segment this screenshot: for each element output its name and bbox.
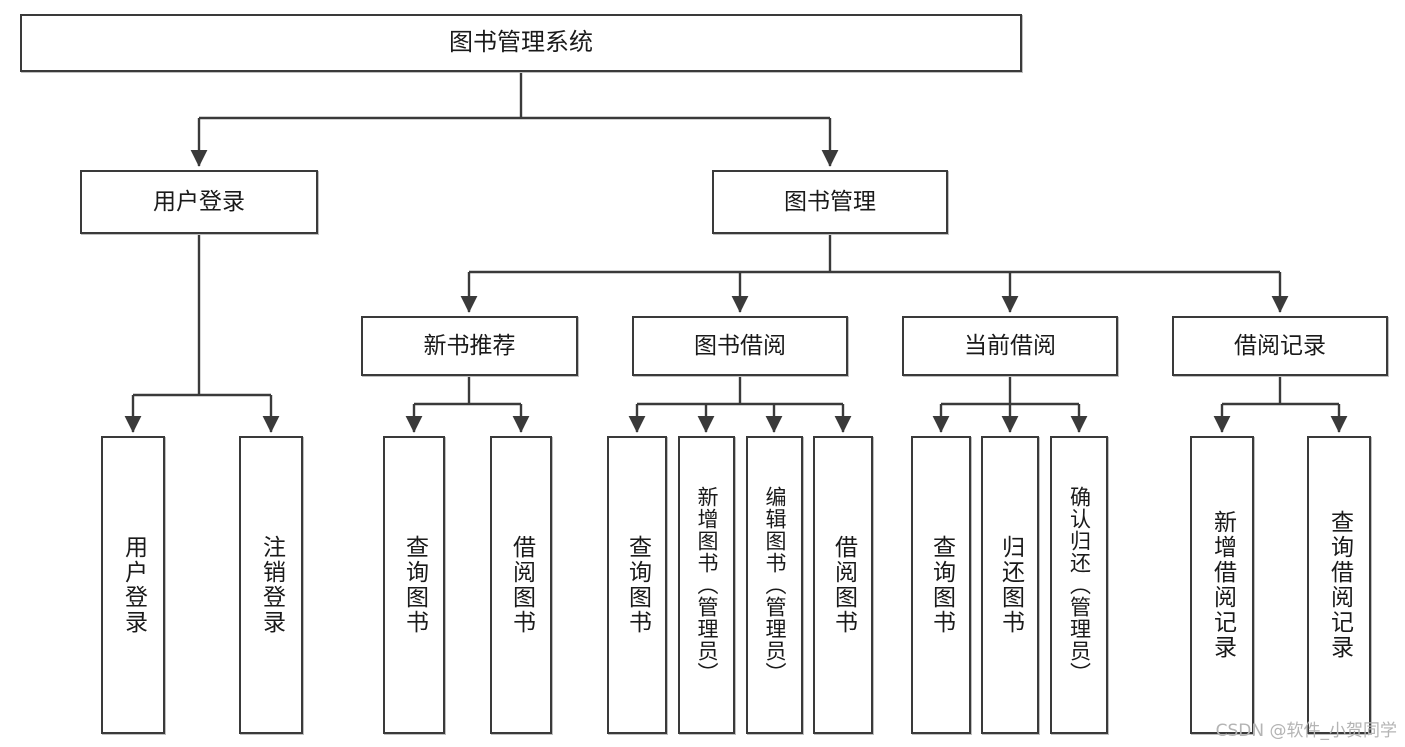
node-leaf-borrow-book-1-label: 借阅图书	[508, 535, 535, 635]
node-root-label: 图书管理系统	[449, 28, 593, 57]
node-leaf-logout-label: 注销登录	[258, 535, 285, 635]
node-leaf-borrow-book-1[interactable]: 借阅图书	[490, 436, 552, 734]
node-root[interactable]: 图书管理系统	[20, 14, 1022, 72]
node-leaf-add-book-label: 新增图书（管理员）	[695, 486, 719, 684]
node-book-management-label: 图书管理	[784, 188, 876, 215]
node-user-login[interactable]: 用户登录	[80, 170, 318, 234]
node-leaf-query-record[interactable]: 查询借阅记录	[1307, 436, 1371, 734]
node-leaf-edit-book-label: 编辑图书（管理员）	[763, 486, 787, 684]
node-leaf-add-record-label: 新增借阅记录	[1209, 510, 1236, 660]
node-leaf-query-book-2[interactable]: 查询图书	[607, 436, 667, 734]
node-leaf-borrow-book-2[interactable]: 借阅图书	[813, 436, 873, 734]
node-book-borrow[interactable]: 图书借阅	[632, 316, 848, 376]
node-leaf-add-record[interactable]: 新增借阅记录	[1190, 436, 1254, 734]
node-book-borrow-label: 图书借阅	[694, 332, 786, 359]
node-borrow-record-label: 借阅记录	[1234, 332, 1326, 359]
node-leaf-query-book-1[interactable]: 查询图书	[383, 436, 445, 734]
node-leaf-confirm-return-label: 确认归还（管理员）	[1067, 486, 1092, 684]
node-leaf-user-login[interactable]: 用户登录	[101, 436, 165, 734]
node-leaf-logout[interactable]: 注销登录	[239, 436, 303, 734]
node-book-management[interactable]: 图书管理	[712, 170, 948, 234]
node-new-book-recommend[interactable]: 新书推荐	[361, 316, 578, 376]
node-leaf-user-login-label: 用户登录	[120, 535, 147, 635]
node-leaf-edit-book[interactable]: 编辑图书（管理员）	[746, 436, 803, 734]
node-new-book-recommend-label: 新书推荐	[423, 332, 516, 359]
node-leaf-add-book[interactable]: 新增图书（管理员）	[678, 436, 735, 734]
node-leaf-query-record-label: 查询借阅记录	[1326, 510, 1353, 660]
node-borrow-record[interactable]: 借阅记录	[1172, 316, 1388, 376]
node-leaf-query-book-3[interactable]: 查询图书	[911, 436, 971, 734]
node-leaf-confirm-return[interactable]: 确认归还（管理员）	[1050, 436, 1108, 734]
node-current-borrow[interactable]: 当前借阅	[902, 316, 1118, 376]
node-leaf-query-book-3-label: 查询图书	[928, 535, 955, 635]
node-current-borrow-label: 当前借阅	[964, 332, 1056, 359]
node-leaf-return-book-label: 归还图书	[997, 535, 1024, 635]
node-leaf-query-book-2-label: 查询图书	[624, 535, 651, 635]
node-leaf-return-book[interactable]: 归还图书	[981, 436, 1039, 734]
node-leaf-borrow-book-2-label: 借阅图书	[830, 535, 857, 635]
node-leaf-query-book-1-label: 查询图书	[401, 535, 428, 635]
node-user-login-label: 用户登录	[153, 188, 245, 215]
